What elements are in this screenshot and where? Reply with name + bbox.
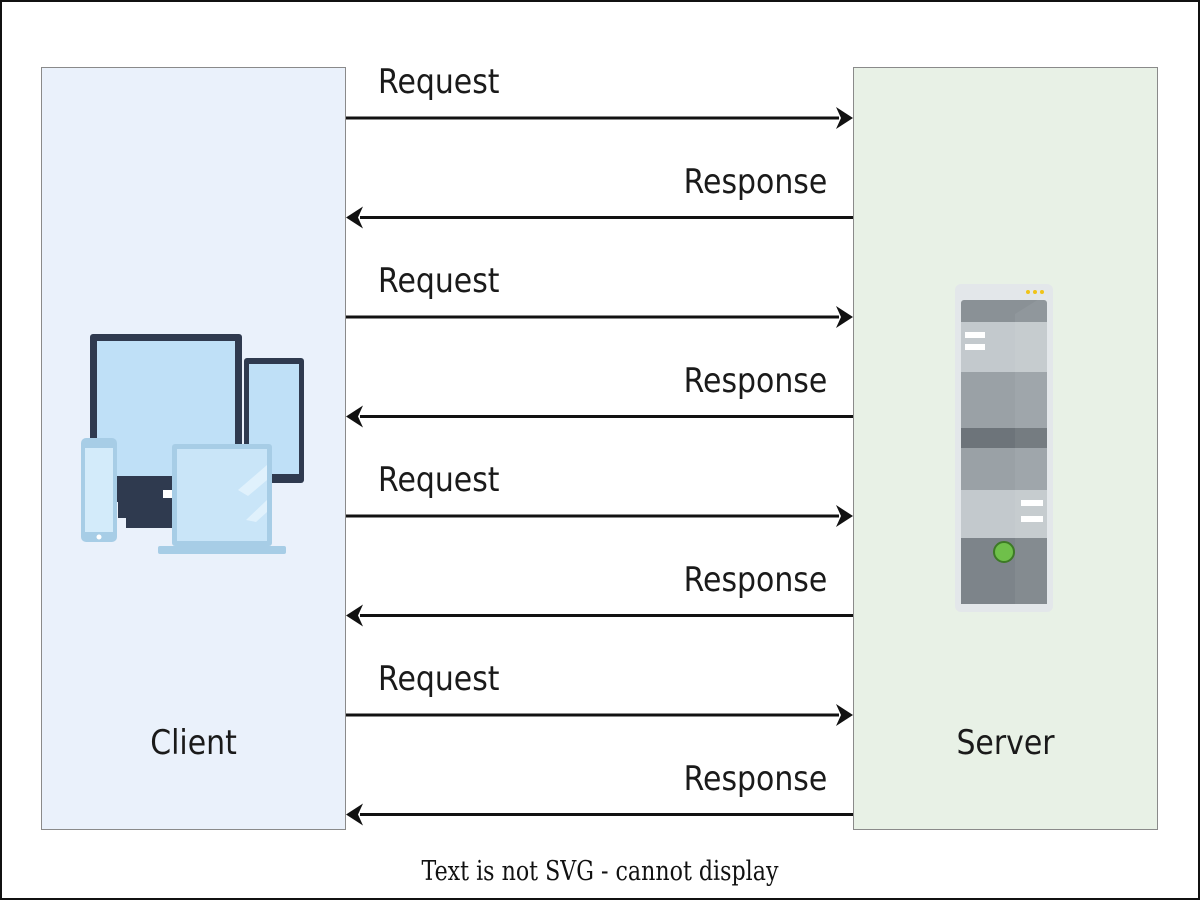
response-label-3: Response bbox=[683, 560, 827, 600]
server-label: Server bbox=[956, 723, 1055, 763]
server-tower-icon bbox=[955, 284, 1053, 612]
request-label-2: Request bbox=[378, 261, 500, 301]
request-label-3: Request bbox=[378, 460, 500, 500]
footer-note: Text is not SVG - cannot display bbox=[421, 856, 779, 887]
request-label-1: Request bbox=[378, 62, 500, 102]
devices-icon bbox=[78, 330, 310, 560]
power-light-icon bbox=[993, 541, 1015, 563]
response-label-1: Response bbox=[683, 162, 827, 202]
client-label: Client bbox=[150, 723, 237, 763]
response-label-2: Response bbox=[683, 361, 827, 401]
response-label-4: Response bbox=[683, 759, 827, 799]
request-label-4: Request bbox=[378, 659, 500, 699]
